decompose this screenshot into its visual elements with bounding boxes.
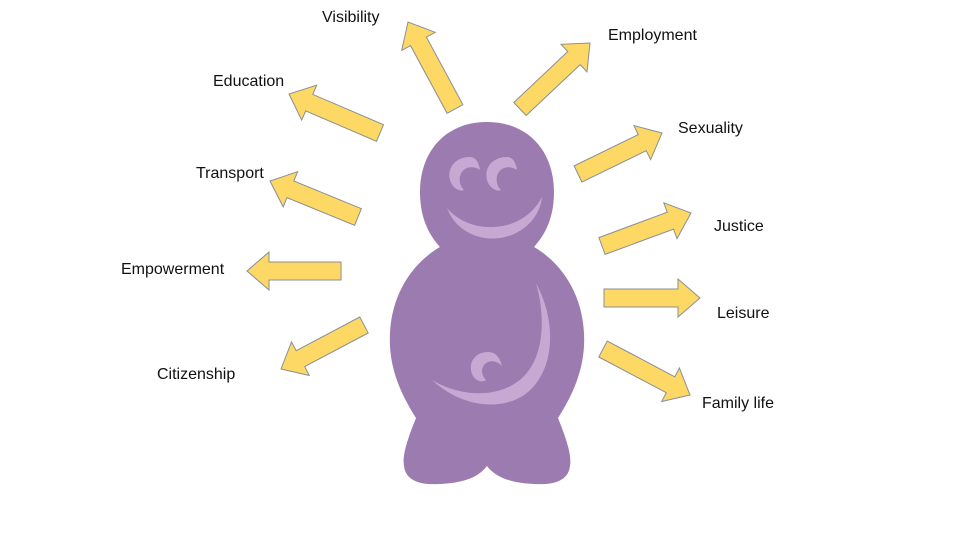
label-citizenship: Citizenship — [157, 366, 236, 383]
label-education: Education — [213, 73, 285, 90]
arrow-transport — [269, 170, 363, 226]
arrow-employment — [513, 42, 591, 117]
label-justice: Justice — [714, 218, 764, 235]
figure-belly-button — [470, 352, 502, 382]
figure-left-eye — [449, 157, 480, 191]
figure-smile — [447, 197, 542, 239]
arrow-leisure — [603, 277, 701, 319]
figure-right-eye — [486, 157, 517, 191]
arrow-empowerment — [246, 250, 342, 292]
jelly-baby-figure-icon — [389, 122, 585, 485]
label-employment: Employment — [608, 27, 697, 44]
arrow-sexuality — [573, 124, 663, 183]
label-sexuality: Sexuality — [678, 120, 743, 137]
arrow-justice — [598, 201, 692, 256]
arrow-visibility — [400, 21, 464, 114]
label-leisure: Leisure — [717, 305, 770, 322]
arrow-education — [288, 84, 385, 142]
arrows-group — [246, 21, 701, 403]
arrow-citizenship — [280, 316, 369, 377]
label-family-life: Family life — [702, 395, 775, 412]
label-empowerment: Empowerment — [121, 261, 225, 278]
arrow-family-life — [598, 340, 691, 403]
label-transport: Transport — [196, 165, 264, 182]
label-visibility: Visibility — [322, 9, 380, 26]
